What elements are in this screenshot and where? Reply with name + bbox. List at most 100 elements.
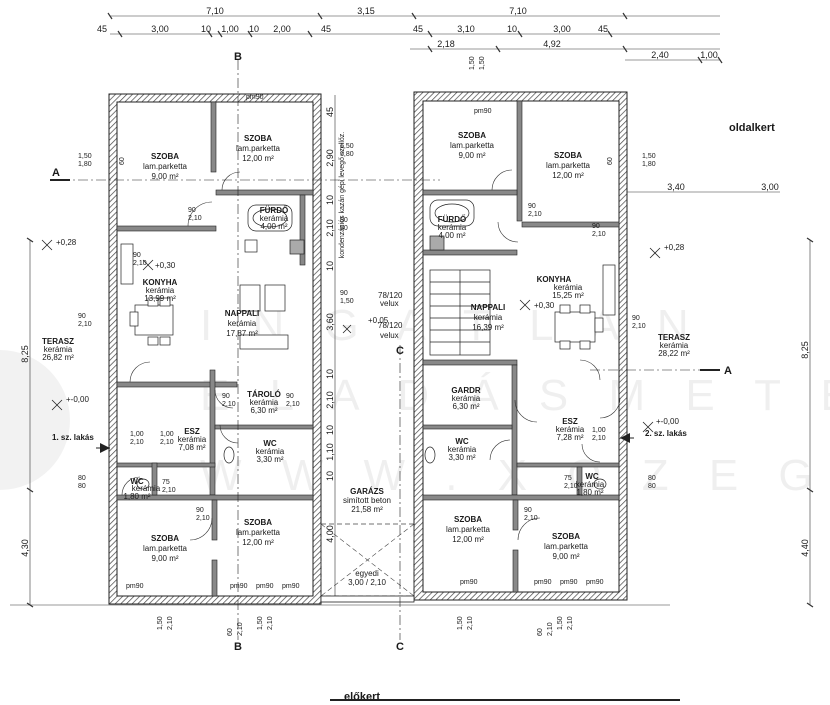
garage-area (320, 523, 415, 603)
room-name: SZOBA (151, 152, 179, 161)
dim-lv-1: 4,30 (20, 539, 30, 557)
door-100-k: 1,00 (130, 431, 144, 438)
wb-2b: 2,10 (267, 616, 274, 630)
pm-2: pm90 (230, 583, 248, 590)
dim-tr-1: 3,10 (457, 24, 475, 34)
section-b-bottom: B (234, 641, 242, 653)
room-name: SZOBA (151, 534, 179, 543)
garage-door-type: egyedi (355, 569, 379, 578)
room-floor: kerámia (554, 283, 583, 292)
room-area: 12,00 m² (242, 538, 274, 547)
dim-rm-1: 3,00 (761, 182, 779, 192)
section-c-bottom: C (396, 641, 404, 653)
section-a-left: A (52, 167, 60, 179)
dim-tl-6: 45 (321, 24, 331, 34)
room-l-nappali: NAPPALI kerámia 17,87 m² (225, 309, 260, 338)
dim-cv-0: 45 (325, 107, 335, 117)
room-floor: kerámia (256, 447, 285, 456)
room-name: SZOBA (552, 532, 580, 541)
door-r-60: 60 (607, 157, 614, 165)
room-name: TERASZ (658, 333, 690, 342)
room-area: 9,00 m² (151, 172, 178, 181)
dim-cv-8: 10 (325, 425, 335, 435)
room-floor: lam.parketta (143, 162, 188, 171)
room-floor: lam.parketta (546, 161, 591, 170)
dim-tl-4: 10 (249, 24, 259, 34)
room-floor: kerámia (556, 425, 585, 434)
dim-tr-4: 45 (598, 24, 608, 34)
room-area: 13,99 m² (144, 294, 176, 303)
door-80-r: 80 (648, 475, 656, 482)
door-90-c: 90 (133, 252, 141, 259)
door-75-n: 75 (162, 479, 170, 486)
door-90-d: 90 (592, 223, 600, 230)
level-3: +-0,00 (66, 395, 89, 404)
room-area: 9,00 m² (458, 151, 485, 160)
garage-floor: simított beton (343, 496, 391, 505)
level-6: +0,30 (534, 301, 555, 310)
room-area: 6,30 m² (452, 402, 479, 411)
win-top-a: 1,50 (469, 56, 476, 70)
room-floor: kerámia (178, 435, 207, 444)
wb-5: 60 (227, 628, 234, 636)
door-90-b: 90 (528, 203, 536, 210)
opening-annotations: 1,50 1,80 1,50 1,80 1,50 1,80 1,50 1,50 … (78, 56, 656, 636)
pm-9: pm90 (246, 94, 264, 101)
door-90-a: 90 (188, 207, 196, 214)
dim-sr-1: 4,92 (543, 39, 561, 49)
room-floor: kerámia (44, 345, 73, 354)
dim-cv-3: 2,10 (325, 219, 335, 237)
left-outer-wall (108, 93, 322, 605)
room-name: ESZ (184, 427, 200, 436)
room-name: WC (455, 437, 469, 446)
wb-3a: 1,50 (457, 616, 464, 630)
dim-top-left: 7,10 (206, 6, 224, 16)
room-r-szoba1: SZOBA lam.parketta 9,00 m² (450, 131, 495, 160)
door-100-l: 1,00 (160, 431, 174, 438)
room-name: NAPPALI (225, 309, 260, 318)
section-lines (50, 60, 720, 640)
door-l-60: 60 (119, 157, 126, 165)
dim-cv-9: 1,10 (325, 443, 335, 461)
room-name: SZOBA (244, 134, 272, 143)
room-area: 6,30 m² (250, 406, 277, 415)
room-name: WC (263, 439, 277, 448)
door-75-o: 75 (564, 475, 572, 482)
room-l-szoba4: SZOBA lam.parketta 12,00 m² (236, 518, 281, 547)
door-210-u: 2,10 (524, 515, 538, 522)
pm-10: pm90 (474, 108, 492, 115)
fixtures (120, 199, 616, 490)
room-r-szoba2: SZOBA lam.parketta 12,00 m² (546, 151, 591, 180)
door-90-f: 90 (632, 315, 640, 322)
sill-c-a: 1,50 (340, 143, 354, 150)
level-4: +0,05 (368, 316, 389, 325)
room-floor: lam.parketta (143, 544, 188, 553)
room-name: KONYHA (537, 275, 572, 284)
dim-tl-0: 45 (97, 24, 107, 34)
velux-size-bottom: 78/120 (378, 321, 403, 330)
dim-tr-3: 3,00 (553, 24, 571, 34)
dim-cv-10: 10 (325, 471, 335, 481)
room-name: TÁROLÓ (247, 390, 281, 399)
dim-sr-0: 2,18 (437, 39, 455, 49)
door-210-b: 2,10 (528, 211, 542, 218)
room-name: FÜRDŐ (260, 206, 288, 215)
door-60-h: 60 (340, 225, 348, 232)
door-210-n: 2,10 (162, 487, 176, 494)
room-floor: kerámia (576, 480, 605, 489)
room-area: 1,80 m² (576, 488, 603, 497)
room-floor: lam.parketta (544, 542, 589, 551)
garage-area: 21,58 m² (351, 505, 383, 514)
door-150-g: 1,50 (340, 298, 354, 305)
dimension-lines (10, 12, 814, 608)
room-area: 16,39 m² (472, 323, 504, 332)
level-5: +0,28 (664, 243, 685, 252)
door-80-q: 80 (78, 483, 86, 490)
door-210-a: 2,10 (188, 215, 202, 222)
door-90-g: 90 (340, 290, 348, 297)
dim-cv-1: 2,90 (325, 149, 335, 167)
room-name: NAPPALI (471, 303, 506, 312)
room-l-szoba2: SZOBA lam.parketta 9,00 m² (143, 152, 188, 181)
watermark-circle (0, 350, 70, 490)
